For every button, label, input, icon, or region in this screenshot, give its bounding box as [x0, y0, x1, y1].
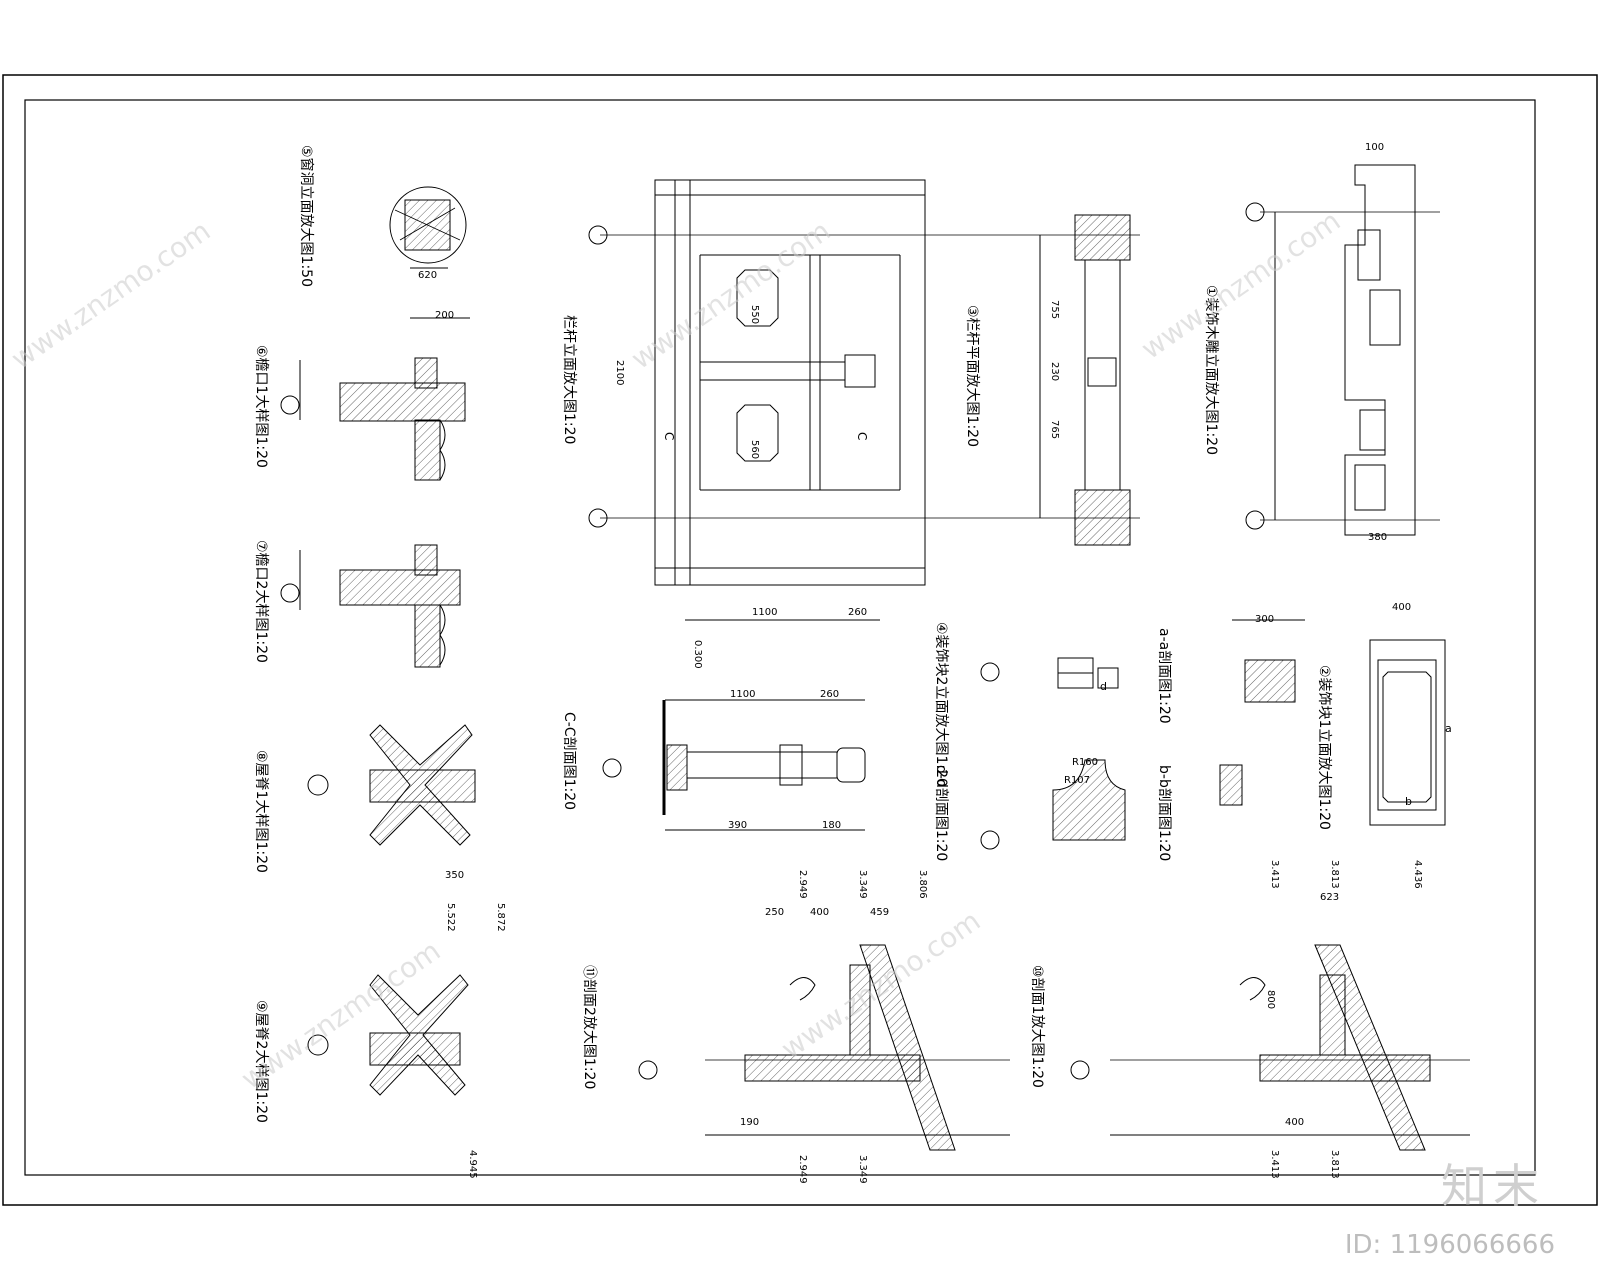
title-cc: C-C剖面图1:20: [561, 712, 577, 810]
title-7: ⑦檐口2大样图1:20: [253, 540, 269, 663]
level-4945: 4.945: [467, 1150, 478, 1179]
ridge-2-detail: [369, 974, 469, 1096]
dim-400-s2: 400: [810, 907, 829, 918]
watermark-url-2: www.znzmo.com: [625, 214, 836, 376]
dim-200-e1: 200: [435, 310, 454, 321]
title-10: ⑩剖面1放大图1:20: [1029, 965, 1045, 1088]
dim-1100-top: 1100: [752, 607, 777, 618]
title-11: ⑪剖面2放大图1:20: [581, 965, 597, 1089]
dim-623: 623: [1320, 892, 1339, 903]
title-9: ⑨屋脊2大样图1:20: [253, 1000, 269, 1123]
title-aa: a-a剖面图1:20: [1156, 628, 1172, 724]
title-1: ①装饰木雕立面放大图1:20: [1203, 285, 1219, 455]
dim-260-top: 260: [848, 607, 867, 618]
level-5522: 5.522: [445, 903, 456, 932]
section-1-detail: [1070, 944, 1470, 1151]
level-3813-top: 3.813: [1329, 860, 1340, 889]
dim-180-cc: 180: [822, 820, 841, 831]
dim-400-s1: 400: [1285, 1117, 1304, 1128]
dim-390: 390: [728, 820, 747, 831]
section-marker-c1: C: [662, 432, 676, 440]
dim-459: 459: [870, 907, 889, 918]
detail-marker-9: [307, 1034, 329, 1056]
dim-190-s2: 190: [740, 1117, 759, 1128]
watermark-layer: www.znzmo.com www.znzmo.com www.znzmo.co…: [5, 204, 1346, 1096]
dim-755: 755: [1049, 300, 1060, 319]
inner-frame: [24, 99, 1536, 1176]
dim-765: 765: [1049, 420, 1060, 439]
wood-carving-elevation: [1245, 164, 1440, 536]
ridge-1-detail: [369, 724, 476, 846]
level-3349-top: 3.349: [857, 870, 868, 899]
detail-marker-8: [307, 774, 329, 796]
dim-250-s2: 250: [765, 907, 784, 918]
level-3413-bot: 3.413: [1269, 1150, 1280, 1179]
section-marker-c2: C: [855, 432, 869, 440]
dim-550: 550: [749, 305, 760, 324]
level-3349-bot: 3.349: [857, 1155, 868, 1184]
title-3: ③栏杆平面放大图1:20: [964, 305, 980, 447]
window-opening-detail: [389, 186, 467, 269]
level-5872: 5.872: [495, 903, 506, 932]
title-rail-elev: 栏杆立面放大图1:20: [561, 315, 577, 444]
level-3806: 3.806: [917, 870, 928, 899]
title-6: ⑥檐口1大样图1:20: [253, 345, 269, 468]
railing-elevation: [588, 179, 1140, 621]
brand-logo-watermark: 知末: [1441, 1159, 1545, 1213]
dim-380: 380: [1368, 532, 1387, 543]
dim-400-b1: 400: [1392, 602, 1411, 613]
marker-b: b: [1405, 795, 1412, 808]
detail-marker-6: [280, 395, 300, 415]
railing-plan: [1039, 214, 1131, 546]
section-cc: [602, 699, 866, 831]
watermark-url-1: www.znzmo.com: [5, 214, 216, 376]
title-4: ④装饰块2立面放大图1:20: [933, 622, 949, 787]
dim-260-cc: 260: [820, 689, 839, 700]
dim-350: 350: [445, 870, 464, 881]
dim-230: 230: [1049, 362, 1060, 381]
image-id-label: ID: 1196066666: [1344, 1230, 1555, 1260]
dim-560: 560: [749, 440, 760, 459]
watermark-url-5: www.znzmo.com: [775, 904, 986, 1066]
eave-1-detail: [299, 317, 470, 481]
dim-620: 620: [418, 270, 437, 281]
dim-800: 800: [1265, 990, 1276, 1009]
title-bb: b-b剖面图1:20: [1156, 765, 1172, 861]
dim-r160: R160: [1072, 757, 1098, 768]
level-4436: 4.436: [1412, 860, 1423, 889]
dim-100-carv: 100: [1365, 142, 1384, 153]
marker-a: a: [1445, 722, 1452, 735]
dim-1100-cc: 1100: [730, 689, 755, 700]
title-dd: d-d剖面图1:20: [933, 765, 949, 861]
outer-frame: [2, 74, 1598, 1206]
dim-300-aa: 300: [1255, 614, 1274, 625]
eave-2-detail: [299, 544, 461, 668]
section-2-detail: [638, 944, 1010, 1151]
deco-block-1: [1369, 639, 1446, 826]
detail-marker-7: [280, 583, 300, 603]
dim-r107: R107: [1064, 775, 1090, 786]
level-3413-top: 3.413: [1269, 860, 1280, 889]
deco-block-2: [980, 657, 1126, 850]
watermark-url-3: www.znzmo.com: [1135, 204, 1346, 366]
title-2: ②装饰块1立面放大图1:20: [1316, 665, 1332, 830]
level-2949-top: 2.949: [797, 870, 808, 899]
marker-d: d: [1100, 680, 1107, 693]
level-3813-bot: 3.813: [1329, 1150, 1340, 1179]
sections-aa-bb: [1219, 619, 1305, 806]
dim-2100: 2100: [614, 360, 625, 385]
level-0300: 0.300: [692, 640, 703, 669]
title-5: ⑤窗洞立面放大图1:50: [298, 145, 315, 287]
title-8: ⑧屋脊1大样图1:20: [253, 750, 269, 873]
level-2949-bot: 2.949: [797, 1155, 808, 1184]
